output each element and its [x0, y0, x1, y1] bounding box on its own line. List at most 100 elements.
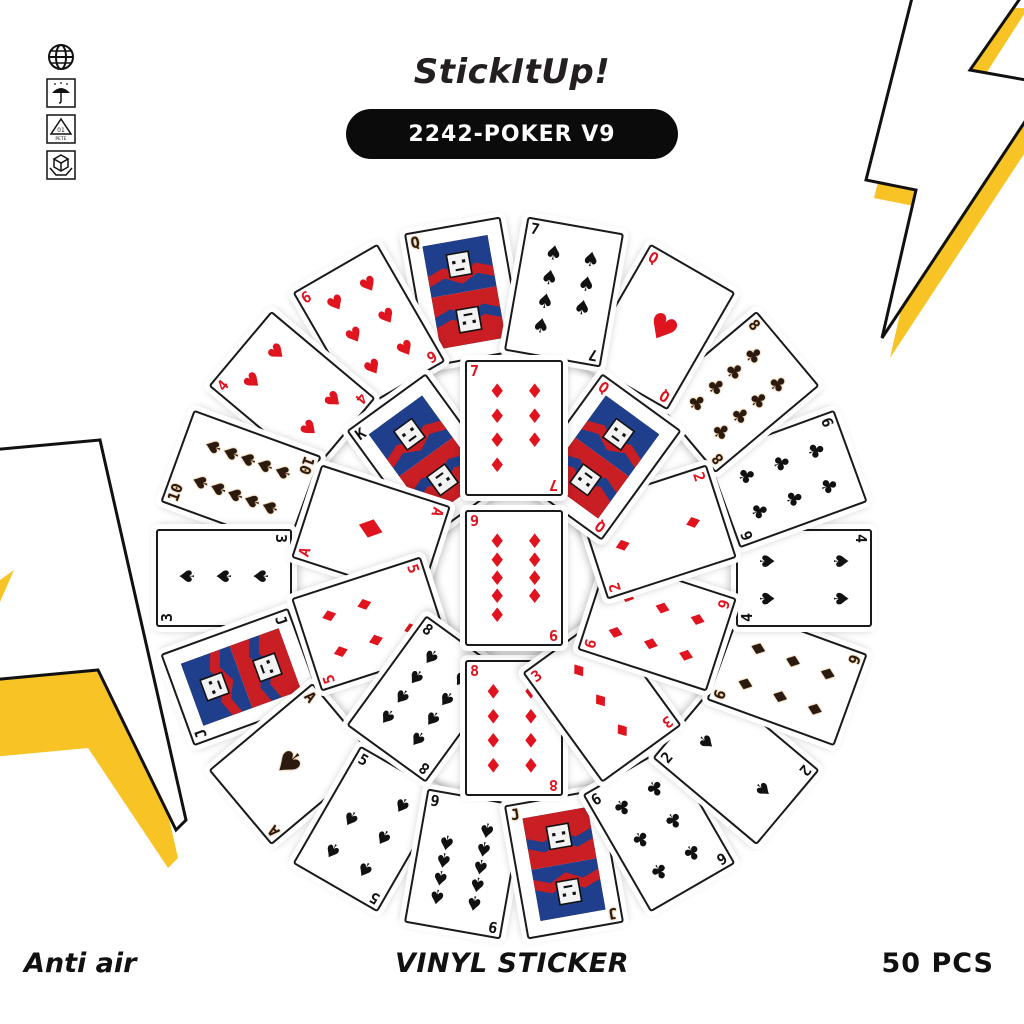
card-rank: A — [427, 504, 448, 519]
card-rank: J — [607, 903, 620, 923]
card-rank: 2 — [604, 579, 625, 594]
sticker-card: QQ — [403, 216, 524, 368]
club-pip-icon: ♣ — [645, 856, 674, 887]
card-rank: Q — [594, 377, 613, 398]
diamond-pip-icon: ♦ — [484, 679, 503, 704]
spade-pip-icon: ♠ — [248, 567, 273, 585]
footer-vinyl-sticker: VINYL STICKER — [394, 948, 630, 979]
diamond-pip-icon: ♦ — [488, 379, 507, 404]
spade-pip-icon: ♠ — [264, 737, 315, 787]
club-pip-icon: ♣ — [801, 437, 830, 463]
card-rank: 5 — [319, 672, 340, 687]
diamond-pip-icon: ♦ — [315, 603, 344, 629]
diamond-pip-icon: ♦ — [521, 752, 540, 777]
spade-pip-icon: ♠ — [530, 312, 553, 340]
card-rank: 9 — [486, 916, 499, 937]
spade-pip-icon: ♠ — [256, 494, 285, 520]
club-pip-icon: ♣ — [678, 837, 706, 868]
lightning-bolt-left — [0, 438, 188, 868]
spade-pip-icon: ♠ — [543, 239, 566, 267]
heart-pip-icon: ♥ — [391, 333, 420, 364]
spade-pip-icon: ♠ — [691, 727, 722, 757]
spade-pip-icon: ♠ — [755, 589, 780, 608]
product-code-badge: 2242-POKER V9 — [346, 109, 678, 159]
diamond-pip-icon: ♦ — [348, 507, 397, 550]
diamond-pip-icon: ♦ — [488, 584, 507, 609]
card-rank: J — [509, 804, 522, 824]
card-rank: 5 — [403, 562, 424, 577]
spade-pip-icon: ♠ — [576, 270, 598, 298]
club-pip-icon: ♣ — [779, 485, 808, 511]
diamond-pip-icon: ♦ — [671, 643, 700, 668]
diamond-pip-icon: ♦ — [765, 684, 794, 710]
diamond-pip-icon: ♦ — [484, 752, 503, 777]
diamond-pip-icon: ♦ — [521, 703, 540, 728]
face-card-portrait-icon — [181, 628, 302, 726]
card-rank: 3 — [158, 612, 176, 622]
diamond-pip-icon: ♦ — [488, 428, 507, 453]
diamond-pip-icon: ♦ — [564, 655, 594, 686]
card-rank: Q — [591, 516, 610, 536]
diamond-pip-icon: ♦ — [525, 566, 544, 590]
club-pip-icon: ♣ — [813, 473, 843, 499]
footer-piece-count: 50 PCS — [881, 948, 994, 979]
spade-pip-icon: ♠ — [337, 803, 365, 834]
heart-pip-icon: ♥ — [359, 352, 387, 383]
diamond-pip-icon: ♦ — [484, 728, 503, 753]
brand-logo: StickItUp! — [413, 52, 611, 92]
card-rank: 3 — [527, 666, 546, 687]
card-rank: 8 — [470, 662, 480, 680]
card-rank: 6 — [709, 687, 730, 703]
card-rank: 6 — [713, 848, 731, 869]
spade-pip-icon: ♠ — [828, 552, 853, 571]
card-rank: 4 — [852, 534, 870, 544]
card-rank: 6 — [843, 652, 864, 667]
card-rank: 9 — [428, 790, 441, 811]
heart-pip-icon: ♥ — [237, 366, 268, 396]
diamond-pip-icon: ♦ — [730, 671, 760, 697]
diamond-pip-icon: ♦ — [777, 648, 807, 674]
card-rank: 2 — [688, 469, 709, 484]
spade-pip-icon: ♠ — [369, 822, 398, 853]
spade-pip-icon: ♠ — [212, 567, 236, 585]
card-rank: Q — [656, 385, 674, 407]
spade-pip-icon: ♠ — [388, 790, 416, 821]
diamond-pip-icon: ♦ — [488, 529, 507, 554]
card-rank: A — [300, 688, 320, 707]
diamond-pip-icon: ♦ — [525, 584, 544, 609]
diamond-pip-icon: ♦ — [812, 661, 842, 687]
card-rank: 6 — [587, 789, 605, 810]
card-rank: 4 — [351, 388, 371, 408]
umbrella-rain-icon — [46, 78, 76, 108]
card-rank: Q — [644, 247, 662, 268]
card-rank: 7 — [470, 362, 480, 380]
heart-pip-icon: ♥ — [261, 337, 292, 367]
material-icons: 01 PETE — [46, 42, 78, 186]
card-rank: 6 — [297, 287, 315, 308]
lightning-bolt-right — [864, 0, 1024, 358]
spade-pip-icon: ♠ — [175, 567, 200, 585]
diamond-pip-icon: ♦ — [521, 728, 540, 753]
club-pip-icon: ♣ — [608, 792, 637, 823]
club-pip-icon: ♣ — [744, 498, 774, 524]
card-rank: 8 — [415, 758, 434, 779]
heart-pip-icon: ♥ — [294, 413, 325, 443]
heart-pip-icon: ♥ — [373, 301, 401, 332]
product-code: 2242-POKER V9 — [408, 121, 616, 147]
card-rank: 4 — [213, 375, 233, 395]
club-pip-icon: ♣ — [766, 450, 796, 476]
diamond-pip-icon: ♦ — [525, 529, 544, 554]
card-rank: 5 — [354, 749, 372, 771]
spade-pip-icon: ♠ — [268, 459, 298, 485]
diamond-pip-icon: ♦ — [525, 547, 544, 572]
card-rank: 6 — [580, 637, 601, 652]
heart-pip-icon: ♥ — [322, 288, 350, 319]
card-rank: J — [271, 613, 292, 628]
face-card-portrait-icon — [522, 806, 606, 921]
heart-pip-icon: ♥ — [354, 269, 383, 300]
